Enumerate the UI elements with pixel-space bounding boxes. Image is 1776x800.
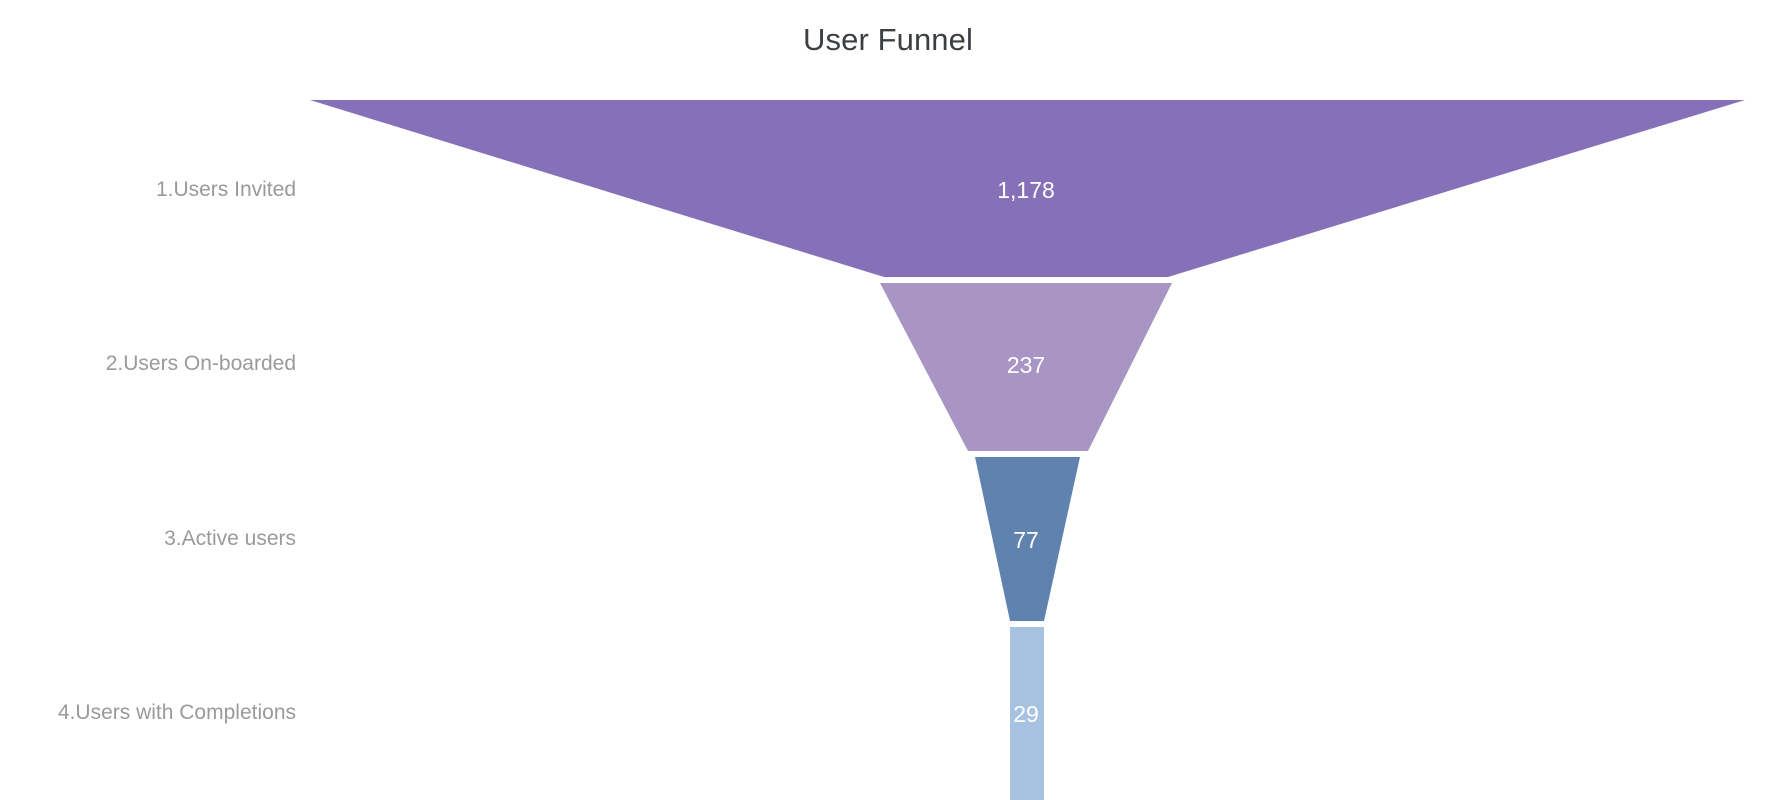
stage-label-4: 4.Users with Completions <box>57 701 296 724</box>
chart-title: User Funnel <box>803 22 973 57</box>
funnel-segment-4[interactable] <box>1010 627 1044 800</box>
value-label-4: 29 <box>1013 701 1039 727</box>
funnel-segment-2[interactable] <box>880 283 1172 451</box>
value-label-3: 77 <box>1013 527 1039 553</box>
funnel-segment-1[interactable] <box>310 100 1745 277</box>
stage-label-3: 3.Active users <box>164 527 296 550</box>
stage-label-2: 2.Users On-boarded <box>105 352 296 375</box>
value-label-2: 237 <box>1006 352 1046 378</box>
stage-label-1: 1.Users Invited <box>155 178 296 201</box>
funnel-segment-3[interactable] <box>975 457 1080 621</box>
value-label-1: 1,178 <box>997 177 1055 203</box>
